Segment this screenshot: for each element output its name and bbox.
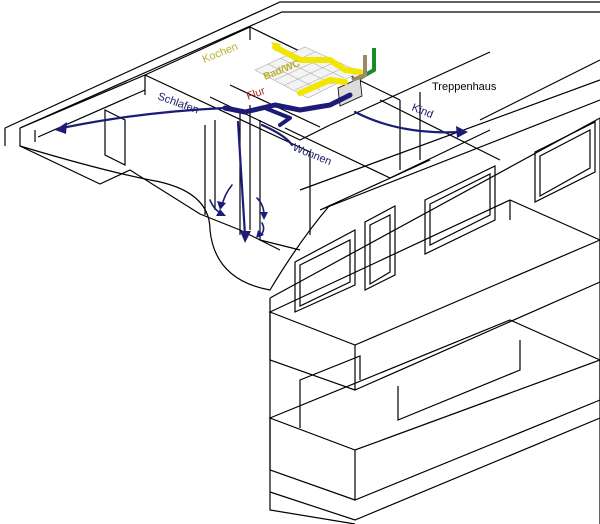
outer-wall-top <box>4 1 600 129</box>
label-kind: Kind <box>410 102 435 121</box>
balcony-upper <box>268 199 600 391</box>
arrow-schlafen <box>55 122 67 134</box>
supply-branch-wohnen <box>236 120 247 237</box>
arrow-overflow-1 <box>217 201 226 210</box>
facade-window-left <box>294 229 356 313</box>
ground-line <box>269 417 600 521</box>
facade-door <box>364 205 396 291</box>
supply-duct-main <box>222 92 353 115</box>
partition-wohnen <box>34 105 301 251</box>
partition-kind <box>329 51 501 170</box>
label-treppenhaus: Treppenhaus <box>432 81 497 93</box>
building-walls <box>4 1 600 524</box>
arrow-overflow-4 <box>256 230 264 238</box>
supply-branch-schlafen <box>60 106 227 130</box>
label-kochen: Kochen <box>201 41 240 66</box>
outgoing-air-duct <box>351 55 367 82</box>
exhaust-air-ducts <box>271 42 363 96</box>
exhaust-duct-bath <box>297 76 348 96</box>
exhaust-arrow-kochen <box>271 42 281 52</box>
partition-schlafen <box>19 74 311 235</box>
balcony-lower <box>268 319 600 501</box>
facade-outline <box>269 117 600 524</box>
supply-arrowheads <box>55 122 468 243</box>
facade-window-right <box>534 121 596 203</box>
supply-duct-flur <box>263 106 292 127</box>
label-wohnen: Wohnen <box>291 142 333 168</box>
cut-curve <box>19 145 331 291</box>
arrow-overflow-2 <box>216 209 226 216</box>
bath-grid <box>264 51 346 91</box>
outdoor-air-ducts <box>351 48 376 82</box>
supply-branch-flur <box>260 123 294 147</box>
living-floor-line <box>284 127 491 179</box>
arrow-overflow-3 <box>260 212 268 220</box>
arrow-wohnen <box>240 231 251 243</box>
facade-window-mid <box>424 165 496 255</box>
exhaust-duct-main <box>272 44 363 75</box>
arrow-kind <box>456 126 468 138</box>
supply-branch-kind <box>353 110 462 134</box>
